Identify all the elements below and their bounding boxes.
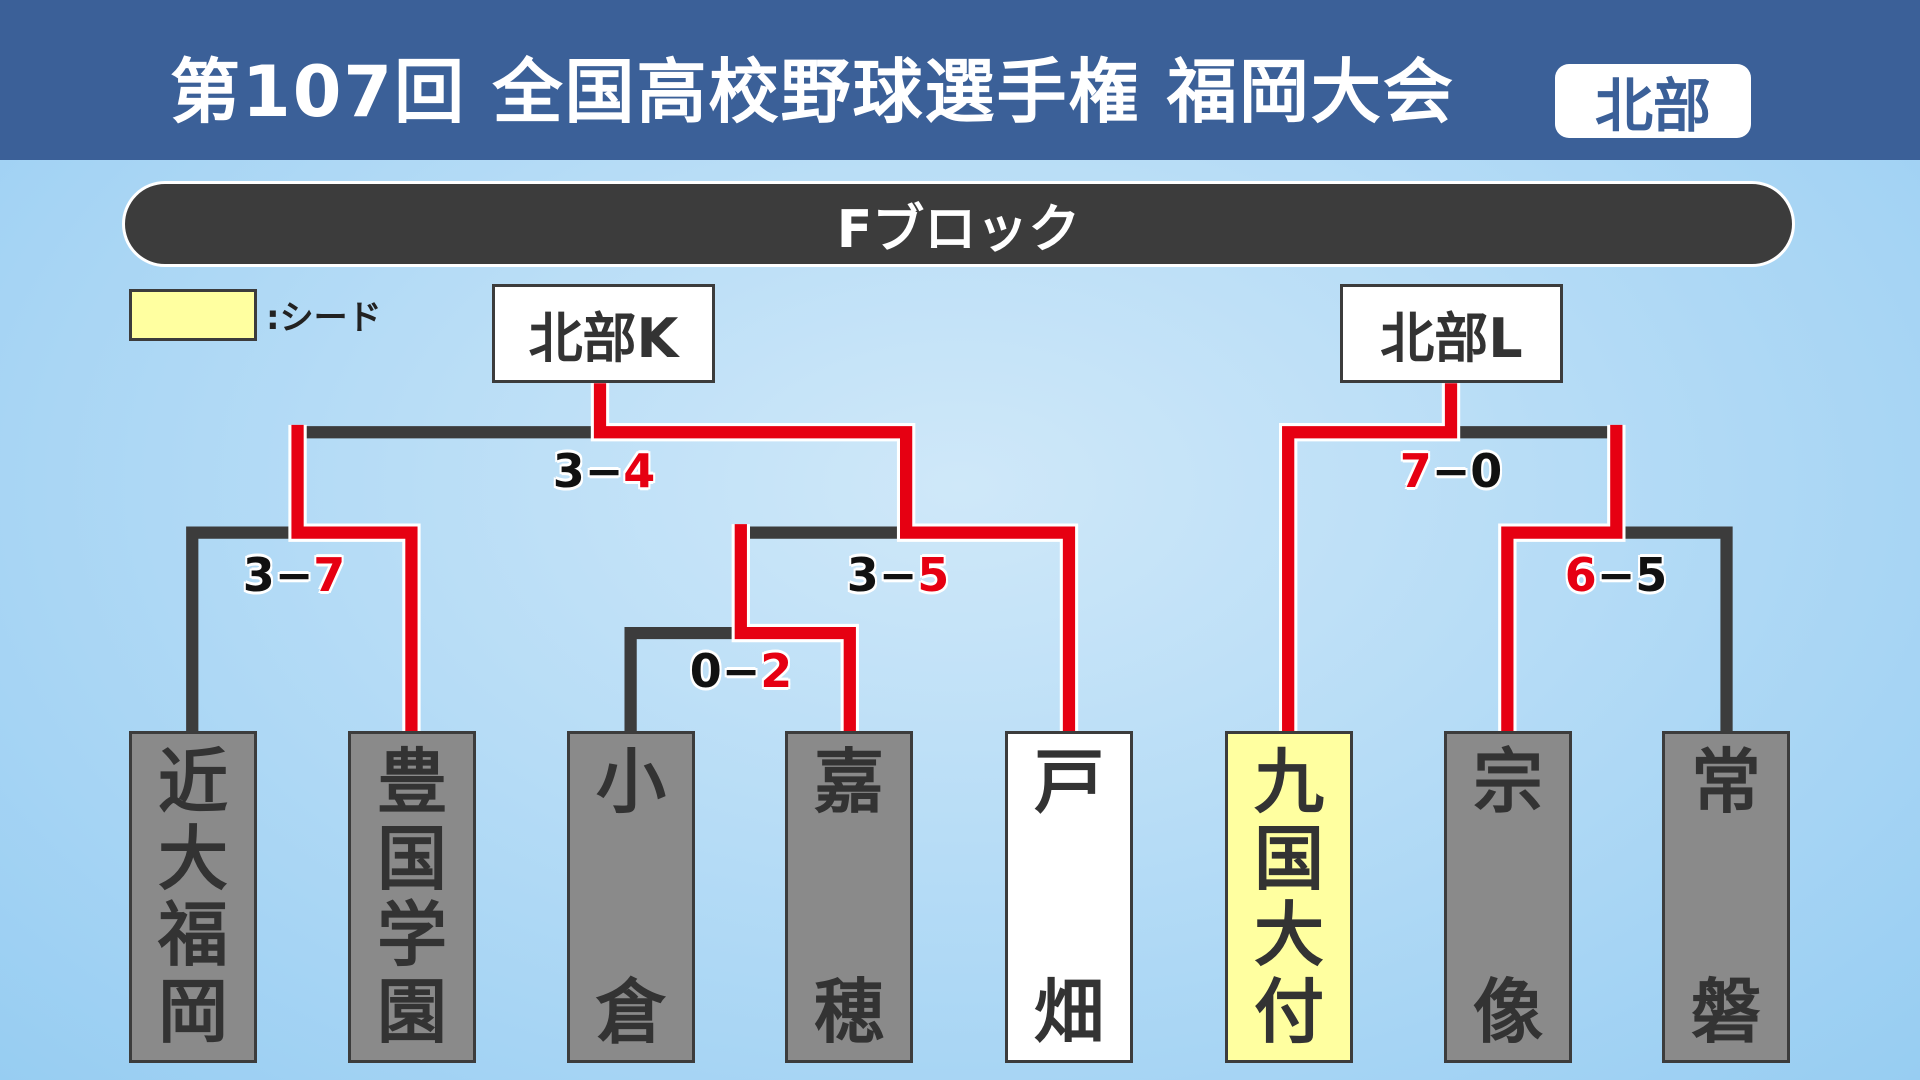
- team-box: 近大福岡: [129, 731, 257, 1063]
- team-name: 近大福岡: [158, 741, 228, 1053]
- header-band: 第107回 全国高校野球選手権 福岡大会 北部: [0, 0, 1920, 160]
- group-label-k: 北部K: [528, 307, 679, 370]
- winner-bracket-line: [734, 524, 856, 732]
- team-name: 小倉: [596, 741, 666, 1053]
- seed-legend-swatch: [129, 289, 257, 341]
- score-group-l-final: 7−0: [1399, 444, 1503, 498]
- winner-bracket-line: [1501, 424, 1623, 732]
- team-name: 嘉穂: [814, 741, 884, 1053]
- team-box: 九国大付: [1225, 731, 1353, 1063]
- score-group-k-final: 3−4: [552, 444, 656, 498]
- score-match-2: 0−2: [689, 644, 793, 698]
- team-name: 宗像: [1473, 741, 1543, 1053]
- team-box: 戸畑: [1005, 731, 1133, 1063]
- team-name: 豊国学園: [377, 741, 447, 1053]
- bracket-line: [624, 626, 741, 732]
- winner-bracket-line: [291, 424, 418, 732]
- score-match-3: 3−5: [846, 548, 950, 602]
- block-title: Fブロック: [836, 199, 1081, 260]
- team-name: 九国大付: [1254, 741, 1324, 1053]
- group-box-l: 北部L: [1340, 284, 1563, 383]
- team-box: 嘉穂: [785, 731, 913, 1063]
- team-box: 宗像: [1444, 731, 1572, 1063]
- winner-bracket-line: [1282, 383, 1458, 732]
- bracket-line: [1616, 526, 1733, 732]
- block-title-bar: Fブロック: [122, 181, 1795, 267]
- score-match-1: 3−7: [242, 548, 346, 602]
- team-box: 小倉: [567, 731, 695, 1063]
- group-label-l: 北部L: [1380, 307, 1523, 370]
- region-badge: 北部: [1555, 64, 1751, 140]
- score-match-4: 6−5: [1564, 548, 1668, 602]
- team-name: 常磐: [1691, 741, 1761, 1053]
- bracket-line: [186, 526, 298, 732]
- team-name: 戸畑: [1034, 741, 1104, 1053]
- team-box: 常磐: [1662, 731, 1790, 1063]
- team-box: 豊国学園: [348, 731, 476, 1063]
- page-title: 第107回 全国高校野球選手権 福岡大会: [170, 51, 1455, 133]
- group-box-k: 北部K: [492, 284, 715, 383]
- winner-bracket-line: [593, 383, 1076, 732]
- seed-legend-label: :シード: [266, 298, 382, 338]
